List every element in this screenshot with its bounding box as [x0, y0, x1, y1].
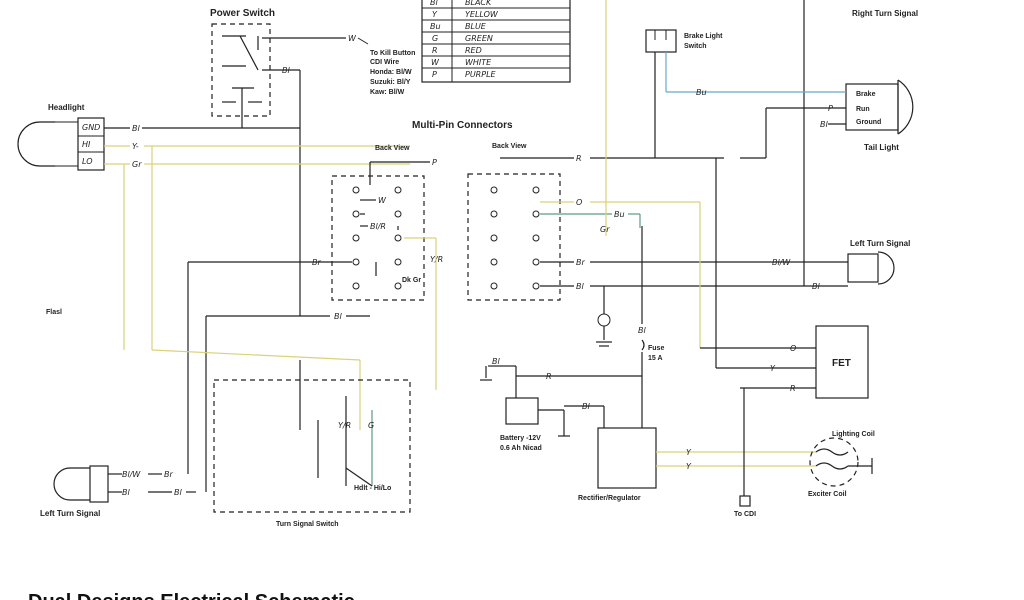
power-switch-label: Power Switch [210, 8, 275, 19]
rectifier-label: Rectifier/Regulator [578, 495, 641, 502]
tag-br-mp2: Br [576, 258, 585, 267]
multi-pin-connectors: Multi-Pin Connectors Back View Back View… [312, 0, 770, 390]
color-green: GREEN [465, 34, 493, 43]
tag-bu-mp: Bu [614, 210, 625, 219]
exciter-coil-label: Exciter Coil [808, 491, 847, 498]
tag-blw-ltl: Bl/W [122, 470, 141, 479]
battery-label-2: 0.6 Ah Nicad [500, 445, 542, 452]
tag-bl-ps: Bl [282, 66, 290, 75]
tag-bl-tl: Bl [820, 120, 828, 129]
to-cdi-label: To CDI [734, 511, 756, 518]
tag-gr-mp: Gr [600, 225, 610, 234]
code-w: W [431, 58, 440, 67]
turn-signal-switch: Flasl Bl Turn Signal Switch Y/R G Hdlt -… [46, 261, 411, 528]
color-blue: BLUE [465, 22, 487, 31]
battery-label-1: Battery -12V [500, 435, 541, 442]
fuse-label-1: Fuse [648, 345, 664, 352]
headlight-label: Headlight [48, 103, 85, 112]
tag-bl-batt: Bl [492, 357, 500, 366]
left-turn-signal-label-l: Left Turn Signal [40, 509, 100, 518]
tag-w-kill: W [348, 34, 357, 43]
tag-bl-mp: Bl [576, 282, 584, 291]
brake-light-label-2: Switch [684, 43, 707, 50]
color-yellow: YELLOW [465, 10, 499, 19]
power-switch: Power Switch W To Kill Button CDI Wire H… [210, 8, 415, 316]
lighting-coil-label: Lighting Coil [832, 431, 875, 438]
code-bu: Bu [430, 22, 441, 31]
tag-blw-lts: Bl/W [772, 258, 791, 267]
dk-gr-label: Dk Gr [402, 277, 421, 284]
tag-bl-hl: Bl [132, 124, 140, 133]
schematic-title: Dual Designs Electrical Schematic [28, 591, 355, 600]
tag-bl-rect: Bl [582, 402, 590, 411]
tag-r-mp: R [576, 154, 582, 163]
back-view-2: Back View [492, 143, 527, 150]
code-g: G [432, 34, 438, 43]
right-turn-signal-label: Right Turn Signal [852, 9, 918, 18]
tag-y-fet: Y [770, 364, 776, 373]
tag-br-ltl: Br [164, 470, 173, 479]
left-turn-signal-left: Bl/W Br Bl Bl Left Turn Signal [40, 465, 196, 518]
hdlt-label: Hdlt - Hi/Lo [354, 485, 391, 492]
turn-signal-switch-label: Turn Signal Switch [276, 521, 338, 528]
lo-label: LO [82, 157, 93, 166]
tag-bl-ts: Bl [334, 312, 342, 321]
left-turn-signal-right: Left Turn Signal Bl/W Bl [770, 239, 910, 291]
tag-bu-bls: Bu [696, 88, 707, 97]
tag-p-mp: P [432, 158, 437, 167]
stator-coils: Lighting Coil Exciter Coil To CDI [734, 388, 875, 518]
brake-label: Brake [856, 91, 876, 98]
tag-o-mp: O [576, 198, 582, 207]
tail-light: Right Turn Signal Brake Run Ground P Bl … [740, 0, 918, 286]
fuse-label-2: 15 A [648, 355, 663, 362]
brake-light-label-1: Brake Light [684, 33, 723, 40]
brake-light-switch: Brake Light Switch Bu [645, 29, 740, 158]
tag-y-rect2: Y [686, 462, 692, 471]
flasher-label: Flasl [46, 309, 62, 316]
color-white: WHITE [465, 58, 492, 67]
color-black: BLACK [465, 0, 492, 7]
tag-g-ts: G [368, 421, 374, 430]
color-code-table: Bl BLACK Y YELLOW Bu BLUE G GREEN R RED … [421, 0, 571, 83]
tag-blr-mp: Bl/R [370, 222, 386, 231]
back-view-1: Back View [375, 145, 410, 152]
multi-pin-label: Multi-Pin Connectors [412, 120, 513, 131]
gnd-label: GND [82, 123, 100, 132]
power-supply: Fuse 15 A R Bl Battery -12V 0.6 Ah Nicad… [480, 339, 816, 502]
tag-o-fet: O [790, 344, 796, 353]
headlight: Headlight GND HI LO Bl Y- Gr [17, 103, 410, 350]
tag-yr-ts: Y/R [338, 421, 351, 430]
code-p: P [432, 70, 437, 79]
tag-bl-ltl2: Bl [174, 488, 182, 497]
tag-bl-ltl: Bl [122, 488, 130, 497]
tag-w-mp: W [378, 196, 387, 205]
left-turn-signal-label-r: Left Turn Signal [850, 239, 910, 248]
tag-r-fet: R [790, 384, 796, 393]
tag-bl-lts: Bl [812, 282, 820, 291]
fet-label: FET [832, 358, 851, 369]
title-text: Dual Designs Electrical Schematic [28, 591, 355, 600]
tag-bl-fuse: Bl [638, 326, 646, 335]
ground-label: Ground [856, 119, 881, 126]
color-red: RED [465, 46, 482, 55]
cdi-wire-label: CDI Wire [370, 59, 399, 66]
color-purple: PURPLE [465, 70, 497, 79]
tag-y-rect1: Y [686, 448, 692, 457]
suzuki-label: Suzuki: Bl/Y [370, 79, 411, 86]
tag-y-hl: Y- [132, 142, 139, 151]
fet-module: FET O Y R [699, 158, 869, 399]
code-r: R [432, 46, 438, 55]
tail-light-label: Tail Light [864, 143, 899, 152]
tag-r-batt: R [546, 372, 552, 381]
code-bl: Bl [430, 0, 438, 7]
tag-gr-hl: Gr [132, 160, 142, 169]
run-label: Run [856, 106, 870, 113]
tag-p-tl: P [828, 104, 833, 113]
honda-label: Honda: Bl/W [370, 69, 412, 76]
code-y: Y [432, 10, 438, 19]
kaw-label: Kaw: Bl/W [370, 89, 405, 96]
hi-label: HI [82, 140, 91, 149]
kill-button-label: To Kill Button [370, 50, 415, 57]
